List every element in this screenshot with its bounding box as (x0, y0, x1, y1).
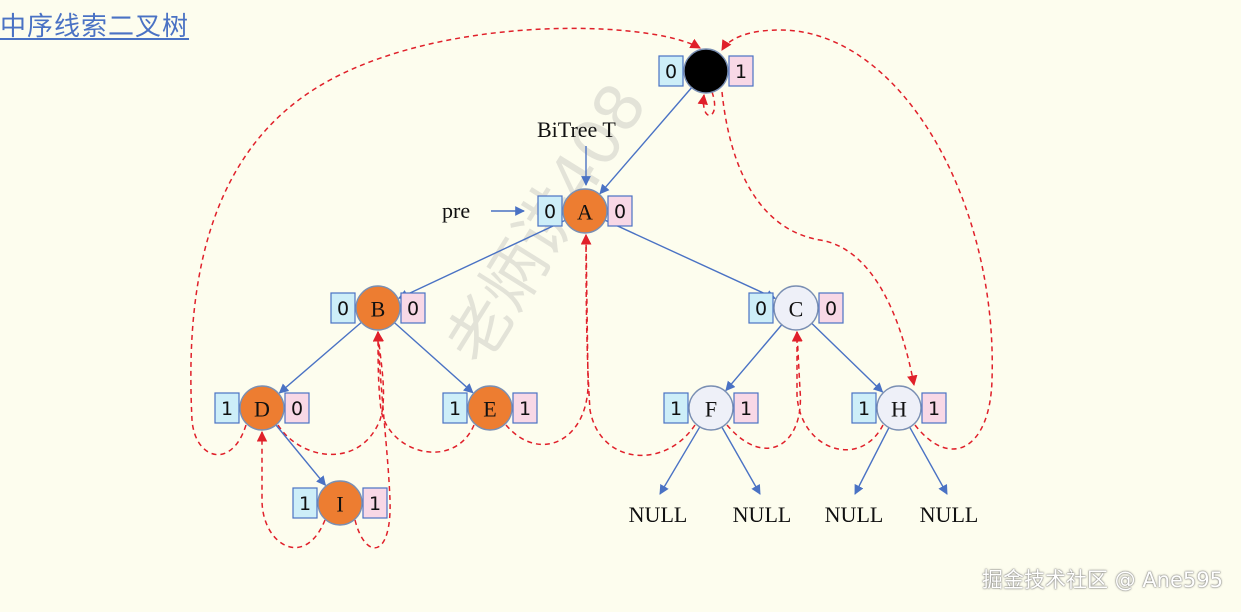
ltag-box (292, 487, 318, 519)
page-title: 中序线索二叉树 (0, 12, 190, 42)
node-B: 0 0B (330, 285, 426, 331)
edge-B-D (278, 321, 362, 394)
credit-watermark: 掘金技术社区 @ Ane595 (981, 568, 1223, 592)
bitree-label: BiTree T (537, 117, 616, 142)
thread-H-left-to-C (791, 330, 884, 451)
rtag-box (818, 292, 844, 324)
edge-C-H (811, 322, 884, 393)
null-label-4: NULL (920, 502, 979, 527)
node-C: 0 0C (748, 285, 844, 331)
rtag-value: 0 (407, 298, 419, 320)
null-pointers: NULL NULL NULL NULL (629, 426, 979, 527)
ltag-box (658, 55, 684, 87)
null-label-3: NULL (825, 502, 884, 527)
rtag-value: 1 (740, 398, 752, 420)
rtag-value: 1 (928, 398, 940, 420)
tree-edges (275, 87, 884, 486)
ltag-value: 0 (337, 298, 349, 320)
node-F: 1 1 F (663, 385, 759, 431)
node-H: 1 1H (851, 385, 947, 431)
ltag-value: 1 (221, 398, 233, 420)
edge-A-C (604, 219, 776, 300)
rtag-box (512, 392, 538, 424)
rtag-box (921, 392, 947, 424)
thread-F-left-to-A (580, 233, 696, 457)
node-I: 1 1 I (292, 480, 388, 526)
ltag-value: 0 (755, 298, 767, 320)
thread-D-left-to-head (190, 27, 701, 456)
edge-C-F (725, 324, 783, 392)
thread-D-right-to-B (277, 330, 385, 456)
rtag-box (362, 487, 388, 519)
rtag-value: 0 (291, 398, 303, 420)
ltag-box (851, 392, 877, 424)
node-circle (688, 385, 734, 431)
rtag-box (733, 392, 759, 424)
edge-A-B (397, 219, 566, 299)
thread-F-right-to-C (726, 330, 803, 449)
ltag-value: 0 (665, 61, 677, 83)
node-circle (317, 480, 363, 526)
thread-H-right-to-head (721, 29, 993, 450)
node-circle (467, 385, 513, 431)
ltag-box (748, 292, 774, 324)
node-label: F (705, 397, 717, 422)
pre-label: pre (442, 198, 470, 223)
rtag-value: 1 (369, 493, 381, 515)
ltag-box (663, 392, 689, 424)
ltag-box (330, 292, 356, 324)
node-D: 1 0D (214, 385, 310, 431)
node-label: C (789, 297, 804, 322)
ltag-value: 1 (858, 398, 870, 420)
null-arrow-2 (721, 426, 761, 495)
rtag-value: 1 (735, 61, 747, 83)
ltag-box (214, 392, 240, 424)
rtag-value: 1 (519, 398, 531, 420)
null-arrow-3 (854, 427, 890, 495)
node-label: I (336, 492, 343, 517)
edge-B-E (393, 322, 474, 394)
thread-I-left-to-D (256, 430, 326, 549)
thread-E-right-to-A (505, 233, 592, 446)
thread-links (190, 27, 993, 549)
ltag-box (442, 392, 468, 424)
rtag-box (284, 392, 310, 424)
node-circle (876, 385, 922, 431)
node-label: E (483, 397, 496, 422)
node-A: 0 0A (537, 188, 633, 234)
thread-I-right-to-B (354, 330, 391, 549)
edge-D-I (275, 424, 327, 486)
node-label: H (891, 397, 907, 422)
rtag-value: 0 (614, 201, 626, 223)
rtag-box (728, 55, 754, 87)
null-label-1: NULL (629, 502, 688, 527)
ltag-value: 1 (670, 398, 682, 420)
ltag-value: 0 (544, 201, 556, 223)
null-arrow-4 (909, 426, 948, 495)
node-label: D (254, 397, 270, 422)
null-label-2: NULL (733, 502, 792, 527)
node-label: A (577, 200, 593, 225)
rtag-box (607, 195, 633, 227)
thread-head-right-to-H (721, 91, 918, 387)
ltag-value: 1 (299, 493, 311, 515)
node-circle (562, 188, 608, 234)
node-circle (355, 285, 401, 331)
ltag-value: 1 (449, 398, 461, 420)
rtag-value: 0 (825, 298, 837, 320)
thread-head-self (697, 91, 716, 116)
rtag-box (400, 292, 426, 324)
edge-head-A (599, 87, 693, 195)
thread-E-left-to-B (372, 330, 475, 453)
ltag-box (537, 195, 563, 227)
node-label: B (371, 297, 386, 322)
node-circle (683, 48, 729, 94)
node-circle (773, 285, 819, 331)
node-circle (239, 385, 285, 431)
null-arrow-1 (659, 426, 701, 495)
